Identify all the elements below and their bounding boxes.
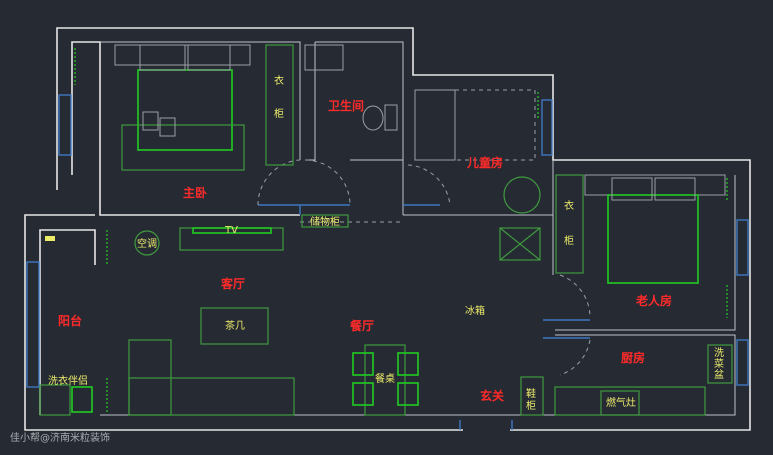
kids-room-furniture — [414, 89, 541, 261]
master-bed — [114, 44, 251, 171]
label-coffee-table: 茶几 — [225, 319, 245, 332]
label-fridge: 冰箱 — [465, 304, 485, 317]
watermark: 佳小帮@济南米粒装饰 — [10, 431, 110, 444]
label-shoe-cabinet-1: 鞋 — [526, 387, 536, 400]
label-sink-3: 盆 — [714, 368, 724, 381]
door-swings — [257, 159, 591, 376]
label-entrance: 玄关 — [480, 388, 504, 403]
kitchen-fixtures — [520, 344, 733, 416]
label-tv: TV — [224, 225, 238, 236]
label-air-conditioner: 空调 — [137, 237, 157, 250]
label-shoe-cabinet-2: 柜 — [526, 399, 536, 412]
label-storage-cabinet: 储物柜 — [310, 215, 340, 228]
label-washer: 洗衣伴侣 — [48, 374, 88, 387]
label-sink-2: 菜 — [714, 358, 724, 370]
label-kitchen: 厨房 — [621, 350, 645, 365]
label-balcony: 阳台 — [58, 313, 82, 328]
label-wardrobe-elder-2: 柜 — [564, 234, 574, 247]
label-kids-room: 儿童房 — [466, 155, 503, 170]
label-wardrobe-elder-1: 衣 — [564, 199, 574, 212]
label-master-bedroom: 主卧 — [183, 185, 207, 200]
curtains — [74, 48, 728, 414]
label-wardrobe-master-2: 柜 — [274, 107, 284, 120]
elder-room-furniture — [555, 174, 726, 284]
label-wardrobe-master-1: 衣 — [274, 74, 284, 87]
label-dining-table: 餐桌 — [375, 372, 395, 385]
wardrobe-master — [265, 44, 294, 166]
label-stove: 燃气灶 — [606, 396, 636, 409]
label-bathroom: 卫生间 — [328, 98, 364, 113]
windows — [26, 94, 749, 430]
label-living-room: 客厅 — [220, 276, 245, 291]
label-dining-room: 餐厅 — [350, 318, 374, 333]
label-elder-room: 老人房 — [636, 293, 672, 308]
living-furniture — [39, 214, 349, 416]
label-sink-1: 洗 — [714, 347, 724, 359]
walls — [24, 27, 751, 431]
bathroom-fixtures — [304, 44, 398, 131]
dining-set — [352, 344, 419, 416]
